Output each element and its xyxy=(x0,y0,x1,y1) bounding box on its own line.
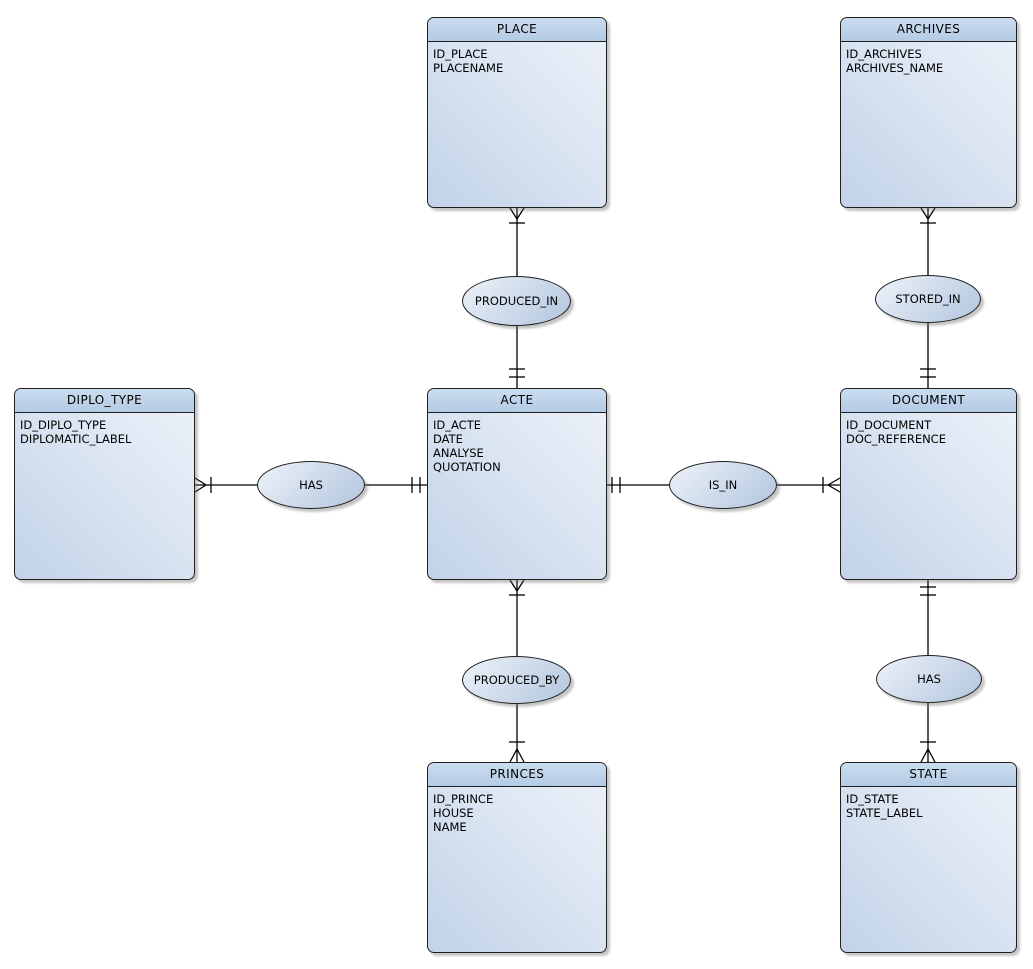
relationship-label: IS_IN xyxy=(708,478,738,492)
connector-acte-produced-by[interactable] xyxy=(509,579,525,656)
entity-diplo-type-title: DIPLO_TYPE xyxy=(15,389,194,413)
entity-field: ID_PLACE xyxy=(433,47,488,61)
relationship-produced-by[interactable]: PRODUCED_BY xyxy=(462,656,571,704)
relationship-produced-in[interactable]: PRODUCED_IN xyxy=(462,276,571,326)
entity-field: DOC_REFERENCE xyxy=(846,432,946,446)
connector-has-acte[interactable] xyxy=(365,477,427,493)
entity-archives[interactable]: ARCHIVES ID_ARCHIVES ARCHIVES_NAME xyxy=(840,17,1017,208)
entity-field: ID_ACTE xyxy=(433,418,481,432)
entity-place[interactable]: PLACE ID_PLACE PLACENAME xyxy=(427,17,607,208)
entity-field: NAME xyxy=(433,820,467,834)
relationship-has-diplo-type[interactable]: HAS xyxy=(257,461,365,509)
entity-field: STATE_LABEL xyxy=(846,806,923,820)
entity-field: PLACENAME xyxy=(433,61,504,75)
entity-place-fields: ID_PLACE PLACENAME xyxy=(428,42,606,75)
entity-diplo-type-fields: ID_DIPLO_TYPE DIPLOMATIC_LABEL xyxy=(15,413,194,446)
entity-field: DIPLOMATIC_LABEL xyxy=(20,432,132,446)
entity-acte-title: ACTE xyxy=(428,389,606,413)
connector-stored-in-document[interactable] xyxy=(920,323,936,388)
entity-field: ID_DOCUMENT xyxy=(846,418,932,432)
connector-archives-stored-in[interactable] xyxy=(920,207,936,275)
connector-has-state[interactable] xyxy=(920,703,936,763)
entity-document-title: DOCUMENT xyxy=(841,389,1016,413)
connector-diplo-type-has[interactable] xyxy=(194,477,257,493)
relationship-label: PRODUCED_BY xyxy=(473,673,560,687)
connector-produced-by-princes[interactable] xyxy=(509,704,525,763)
connector-document-has[interactable] xyxy=(920,580,936,655)
relationship-label: PRODUCED_IN xyxy=(474,294,559,308)
connector-acte-is-in[interactable] xyxy=(607,477,669,493)
entity-princes[interactable]: PRINCES ID_PRINCE HOUSE NAME xyxy=(427,762,607,953)
relationship-label: HAS xyxy=(917,672,941,686)
entity-field: DATE xyxy=(433,432,463,446)
entity-state-title: STATE xyxy=(841,763,1016,787)
relationship-label: STORED_IN xyxy=(895,292,961,306)
entity-document-fields: ID_DOCUMENT DOC_REFERENCE xyxy=(841,413,1016,446)
entity-archives-title: ARCHIVES xyxy=(841,18,1016,42)
entity-acte[interactable]: ACTE ID_ACTE DATE ANALYSE QUOTATION xyxy=(427,388,607,580)
entity-field: ID_DIPLO_TYPE xyxy=(20,418,107,432)
connector-produced-in-acte[interactable] xyxy=(509,326,525,388)
entity-princes-title: PRINCES xyxy=(428,763,606,787)
entity-field: ARCHIVES_NAME xyxy=(846,61,944,75)
entity-field: ID_PRINCE xyxy=(433,792,494,806)
entity-princes-fields: ID_PRINCE HOUSE NAME xyxy=(428,787,606,834)
entity-field: HOUSE xyxy=(433,806,474,820)
relationship-label: HAS xyxy=(299,478,323,492)
entity-field: ID_STATE xyxy=(846,792,899,806)
connector-place-produced-in[interactable] xyxy=(509,207,525,276)
entity-field: ID_ARCHIVES xyxy=(846,47,922,61)
relationship-is-in[interactable]: IS_IN xyxy=(669,461,777,509)
relationship-has-state[interactable]: HAS xyxy=(876,655,982,703)
entity-field: QUOTATION xyxy=(433,460,501,474)
entity-state[interactable]: STATE ID_STATE STATE_LABEL xyxy=(840,762,1017,953)
entity-state-fields: ID_STATE STATE_LABEL xyxy=(841,787,1016,820)
relationship-stored-in[interactable]: STORED_IN xyxy=(875,275,981,323)
entity-document[interactable]: DOCUMENT ID_DOCUMENT DOC_REFERENCE xyxy=(840,388,1017,580)
connector-is-in-document[interactable] xyxy=(777,477,841,493)
entity-acte-fields: ID_ACTE DATE ANALYSE QUOTATION xyxy=(428,413,606,474)
entity-field: ANALYSE xyxy=(433,446,484,460)
entity-archives-fields: ID_ARCHIVES ARCHIVES_NAME xyxy=(841,42,1016,75)
entity-place-title: PLACE xyxy=(428,18,606,42)
entity-diplo-type[interactable]: DIPLO_TYPE ID_DIPLO_TYPE DIPLOMATIC_LABE… xyxy=(14,388,195,580)
